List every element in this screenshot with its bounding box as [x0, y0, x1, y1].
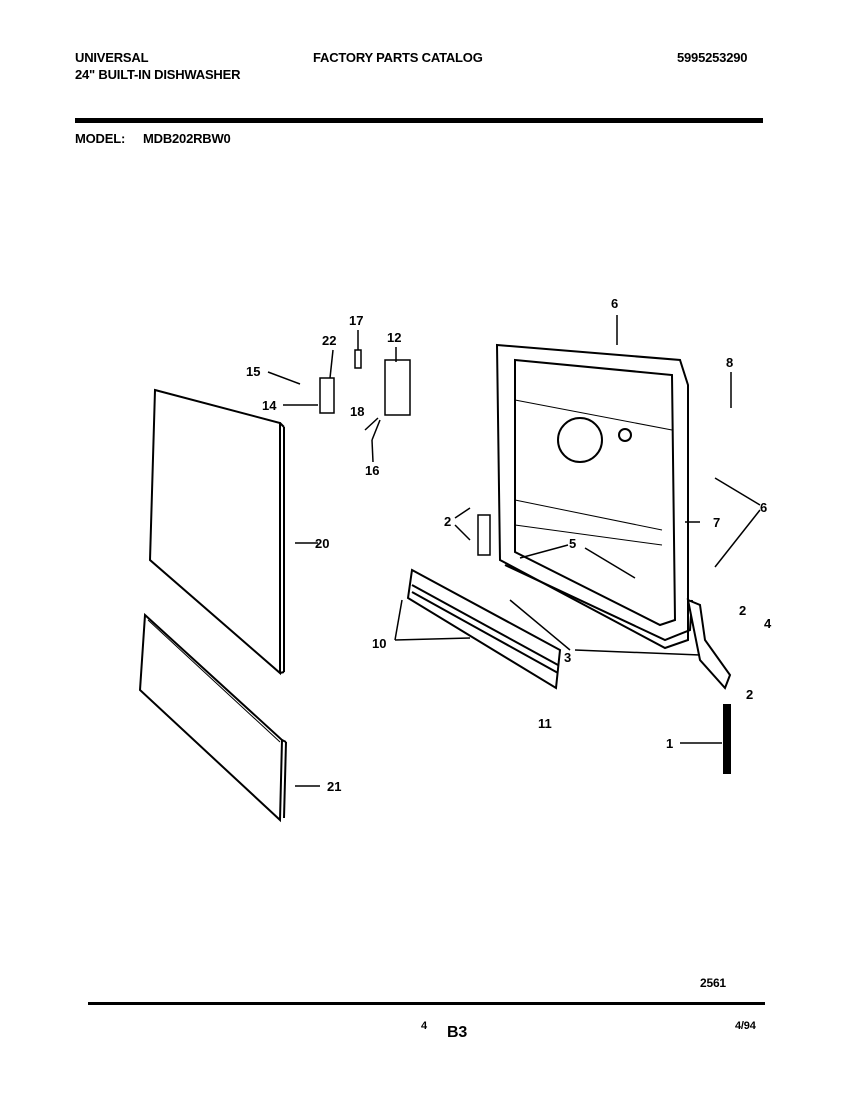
callout-12: 12 [387, 330, 401, 345]
product-name: 24" BUILT-IN DISHWASHER [75, 67, 241, 82]
callout-6: 6 [760, 500, 767, 515]
callout-2: 2 [739, 603, 746, 618]
drawing-number: 2561 [700, 976, 726, 990]
part-number: 5995253290 [677, 50, 748, 65]
callout-17: 17 [349, 313, 363, 328]
callout-18: 18 [350, 404, 364, 419]
callout-15: 15 [246, 364, 260, 379]
callout-2: 2 [444, 514, 451, 529]
callout-11: 11 [538, 716, 552, 731]
callout-5: 5 [569, 536, 576, 551]
callout-8: 8 [726, 355, 733, 370]
callout-20: 20 [315, 536, 329, 551]
latch-assembly [267, 349, 491, 556]
section-code: B3 [447, 1024, 468, 1041]
header-rule [75, 118, 763, 123]
leader-lines [283, 315, 761, 787]
page-number: 4 [421, 1020, 427, 1032]
callout-7: 7 [713, 515, 720, 530]
callout-14: 14 [262, 398, 277, 413]
brand: UNIVERSAL [75, 50, 149, 65]
callout-labels: 6 8 6 7 5 2 17 22 12 15 14 18 16 20 10 1… [246, 296, 772, 794]
callout-3: 3 [564, 650, 571, 665]
callout-16: 16 [365, 463, 379, 478]
bottom-trim [406, 568, 562, 690]
callout-22: 22 [322, 333, 336, 348]
callout-21: 21 [327, 779, 341, 794]
hinge-spring [723, 704, 731, 774]
model-value: MDB202RBW0 [143, 131, 231, 146]
footer-rule [88, 1002, 765, 1005]
callout-4: 4 [764, 616, 772, 631]
lower-access-panel [138, 612, 287, 823]
callout-10: 10 [372, 636, 386, 651]
callout-2: 2 [746, 687, 753, 702]
catalog-title: FACTORY PARTS CATALOG [313, 50, 483, 65]
outer-door-panel [148, 388, 285, 676]
callout-6: 6 [611, 296, 618, 311]
revision-date: 4/94 [735, 1020, 756, 1032]
inner-door-frame [495, 343, 693, 650]
callout-1: 1 [666, 736, 673, 751]
model-label: MODEL: [75, 131, 126, 146]
hinge-arm [686, 598, 732, 690]
